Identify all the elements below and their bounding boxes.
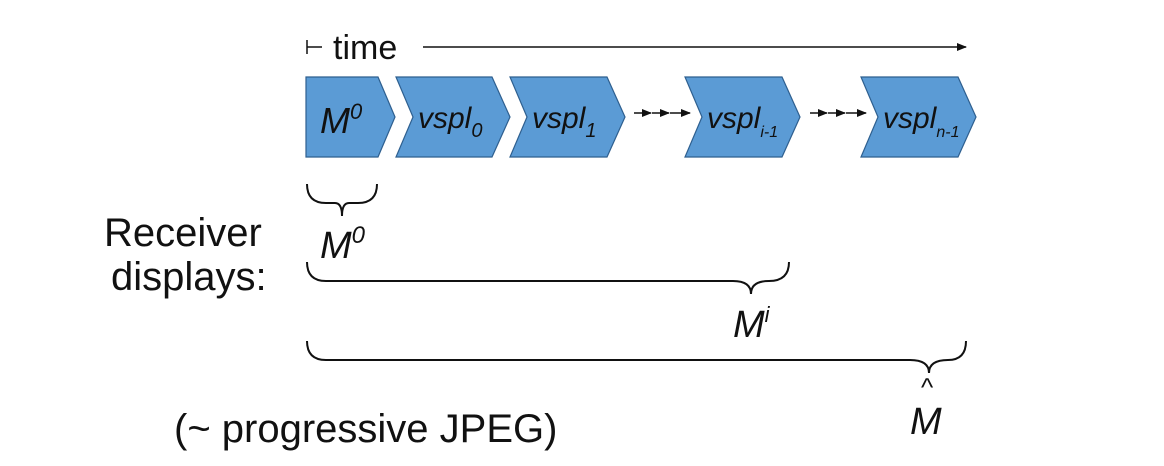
brace-m0: M0	[306, 183, 378, 267]
result-mi-label: Mi	[733, 302, 771, 346]
brace-shape	[306, 261, 790, 295]
block-m0-shape	[305, 76, 396, 158]
brace-shape	[306, 340, 967, 374]
block-vspl-0-shape	[395, 76, 511, 158]
receiver-label-line2: displays:	[111, 255, 267, 299]
progressive-jpeg-note: (~ progressive JPEG)	[174, 407, 557, 451]
result-mhat-label: M	[910, 401, 942, 443]
block-vspl-n-1-label: vspln-1	[883, 102, 959, 141]
brace-shape	[306, 183, 378, 217]
block-vspl-i-1: vspli-1	[684, 76, 801, 158]
block-vspl-1-label: vspl1	[532, 102, 596, 142]
block-vspl-i-1-shape	[684, 76, 801, 158]
block-vspl-i-1-label: vspli-1	[707, 102, 778, 141]
block-vspl-0-label: vspl0	[418, 102, 482, 142]
brace-mhat: ^ M	[306, 340, 967, 443]
time-label: time	[333, 29, 397, 67]
block-vspl-0: vspl0	[395, 76, 511, 158]
block-m0: M0	[305, 76, 396, 158]
block-vspl-n-1-shape	[860, 76, 977, 158]
block-vspl-1: vspl1	[509, 76, 626, 158]
result-mhat-accent: ^	[921, 372, 934, 402]
block-vspl-n-1: vspln-1	[860, 76, 977, 158]
block-vspl-1-shape	[509, 76, 626, 158]
brace-mi: Mi	[306, 261, 790, 346]
receiver-label-line1: Receiver	[104, 211, 262, 255]
block-m0-label: M0	[320, 99, 363, 141]
result-m0-label: M0	[320, 222, 366, 267]
time-axis: time	[306, 29, 967, 67]
